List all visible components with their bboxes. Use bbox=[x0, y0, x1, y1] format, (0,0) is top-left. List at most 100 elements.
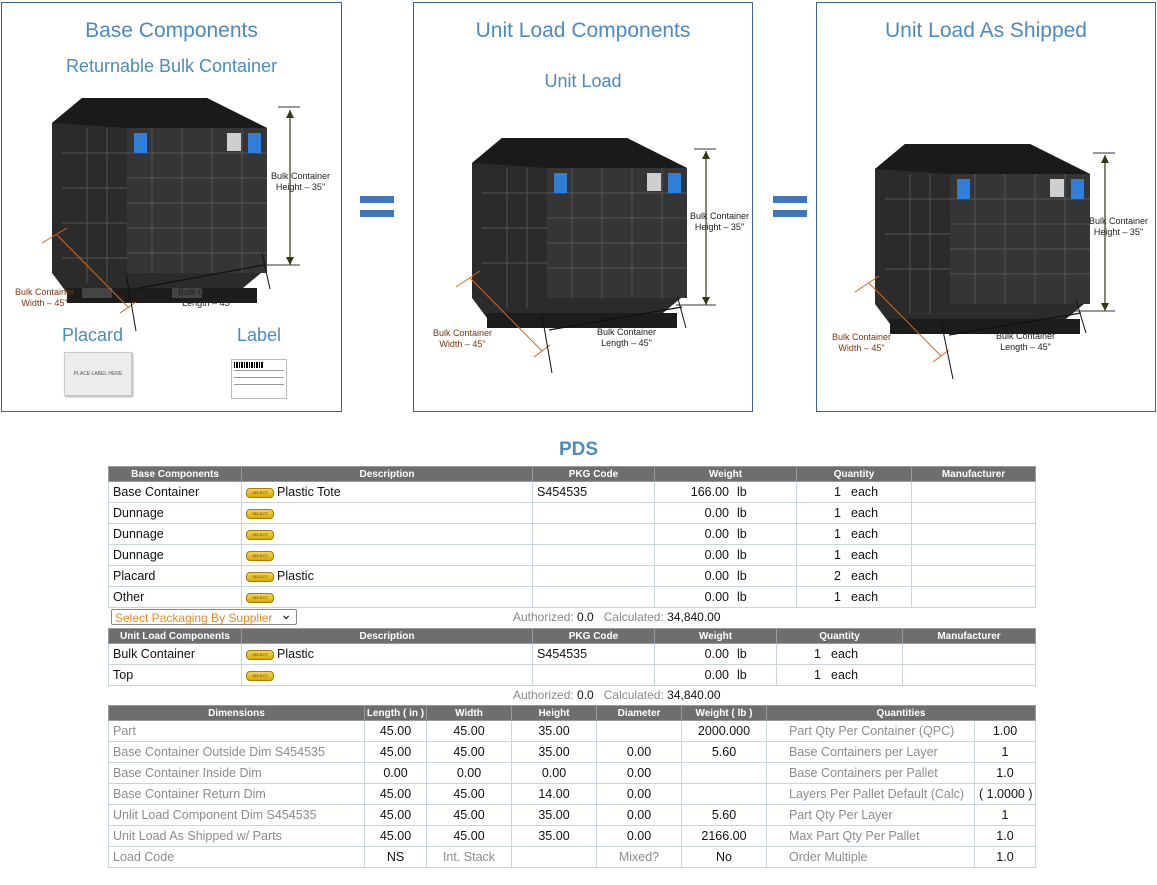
col-header: Dimensions bbox=[108, 705, 365, 721]
authorized-bar-2: Authorized: 0.0 Calculated: 34,840.00 bbox=[108, 686, 1035, 706]
panel-title: Unit Load As Shipped bbox=[885, 19, 1087, 42]
col-header: Manufacturer bbox=[902, 628, 1036, 644]
manufacturer-cell bbox=[911, 565, 1036, 587]
select-button[interactable]: SELECT bbox=[246, 571, 274, 582]
component-name: Dunnage bbox=[108, 523, 242, 545]
authorized-bar: Select Packaging By Supplier Authorized:… bbox=[108, 606, 1035, 628]
component-name: Dunnage bbox=[108, 544, 242, 566]
col-header: Quantity bbox=[776, 628, 903, 644]
height-cell: 35.00 bbox=[511, 825, 597, 847]
quantity-value: 1.0 bbox=[974, 762, 1036, 784]
col-header: Weight ( lb ) bbox=[681, 705, 767, 721]
height-cell bbox=[511, 846, 597, 868]
weight-cell: No bbox=[681, 846, 767, 868]
quantity-value: 1 bbox=[974, 804, 1036, 826]
height-cell: 0.00 bbox=[511, 762, 597, 784]
quantity-value: 1.0 bbox=[974, 846, 1036, 868]
length-cell: NS bbox=[364, 846, 427, 868]
pds-form: Base Components Description PKG Code Wei… bbox=[108, 466, 1036, 868]
diameter-cell: 0.00 bbox=[596, 783, 682, 805]
col-header: Base Components bbox=[108, 466, 242, 482]
pkg-code bbox=[532, 565, 655, 587]
label-heading: Label bbox=[237, 325, 282, 345]
select-button[interactable]: SELECT bbox=[246, 529, 274, 540]
pkg-code bbox=[532, 523, 655, 545]
description-cell: SELECT bbox=[241, 544, 533, 566]
placard-heading: Placard bbox=[62, 325, 124, 345]
col-header: Description bbox=[241, 466, 533, 482]
length-cell: 45.00 bbox=[364, 783, 427, 805]
weight-cell bbox=[681, 783, 767, 805]
description-cell: SELECT bbox=[241, 523, 533, 545]
col-header: Description bbox=[241, 628, 533, 644]
quantity-label: Layers Per Pallet Default (Calc) bbox=[766, 783, 975, 805]
select-button[interactable]: SELECT bbox=[246, 508, 274, 519]
dimension-label: Base Container Inside Dim bbox=[108, 762, 365, 784]
col-header: Diameter bbox=[596, 705, 682, 721]
component-name: Other bbox=[108, 586, 242, 608]
diameter-cell: Mixed? bbox=[596, 846, 682, 868]
component-name: Dunnage bbox=[108, 502, 242, 524]
equals-icon bbox=[773, 196, 807, 218]
quantity-label: Part Qty Per Layer bbox=[766, 804, 975, 826]
height-cell: 14.00 bbox=[511, 783, 597, 805]
col-header: Weight bbox=[654, 628, 777, 644]
quantity-label: Max Part Qty Per Pallet bbox=[766, 825, 975, 847]
equals-icon bbox=[360, 196, 394, 218]
select-button[interactable]: SELECT bbox=[246, 592, 274, 603]
col-header: PKG Code bbox=[532, 628, 655, 644]
select-button[interactable]: SELECT bbox=[246, 487, 274, 498]
col-header: Quantity bbox=[796, 466, 912, 482]
pkg-code bbox=[532, 664, 655, 686]
manufacturer-cell bbox=[911, 544, 1036, 566]
dimension-label: Base Container Return Dim bbox=[108, 783, 365, 805]
quantity-label: Part Qty Per Container (QPC) bbox=[766, 720, 975, 742]
weight-cell: 5.60 bbox=[681, 804, 767, 826]
width-cell: 45.00 bbox=[426, 741, 512, 763]
panel-subtitle: Unit Load bbox=[544, 71, 622, 91]
placard-image: PLACE LABEL HERE bbox=[64, 352, 132, 396]
quantity-value: ( 1.0000 ) bbox=[974, 783, 1036, 805]
description-cell: SELECT bbox=[241, 502, 533, 524]
width-cell: 45.00 bbox=[426, 804, 512, 826]
diameter-cell: 0.00 bbox=[596, 825, 682, 847]
length-cell: 45.00 bbox=[364, 720, 427, 742]
unit-load-components-table: Unit Load Components Description PKG Cod… bbox=[108, 628, 1036, 686]
col-header: Unit Load Components bbox=[108, 628, 242, 644]
pkg-code bbox=[532, 586, 655, 608]
component-name: Placard bbox=[108, 565, 242, 587]
supplier-select[interactable]: Select Packaging By Supplier bbox=[111, 606, 297, 625]
select-button[interactable]: SELECT bbox=[246, 550, 274, 561]
manufacturer-cell bbox=[911, 523, 1036, 545]
width-cell: 45.00 bbox=[426, 783, 512, 805]
unit-load-components-panel: Unit Load Components Unit Load bbox=[413, 2, 753, 412]
manufacturer-cell bbox=[911, 481, 1036, 503]
dimension-label: Part bbox=[108, 720, 365, 742]
panel-subtitle: Returnable Bulk Container bbox=[65, 56, 278, 76]
select-button[interactable]: SELECT bbox=[246, 670, 274, 681]
weight-cell: 2166.00 bbox=[681, 825, 767, 847]
select-button[interactable]: SELECT bbox=[246, 649, 274, 660]
col-header: Length ( in ) bbox=[364, 705, 427, 721]
panel-title: Base Components bbox=[85, 19, 258, 42]
manufacturer-cell bbox=[911, 502, 1036, 524]
